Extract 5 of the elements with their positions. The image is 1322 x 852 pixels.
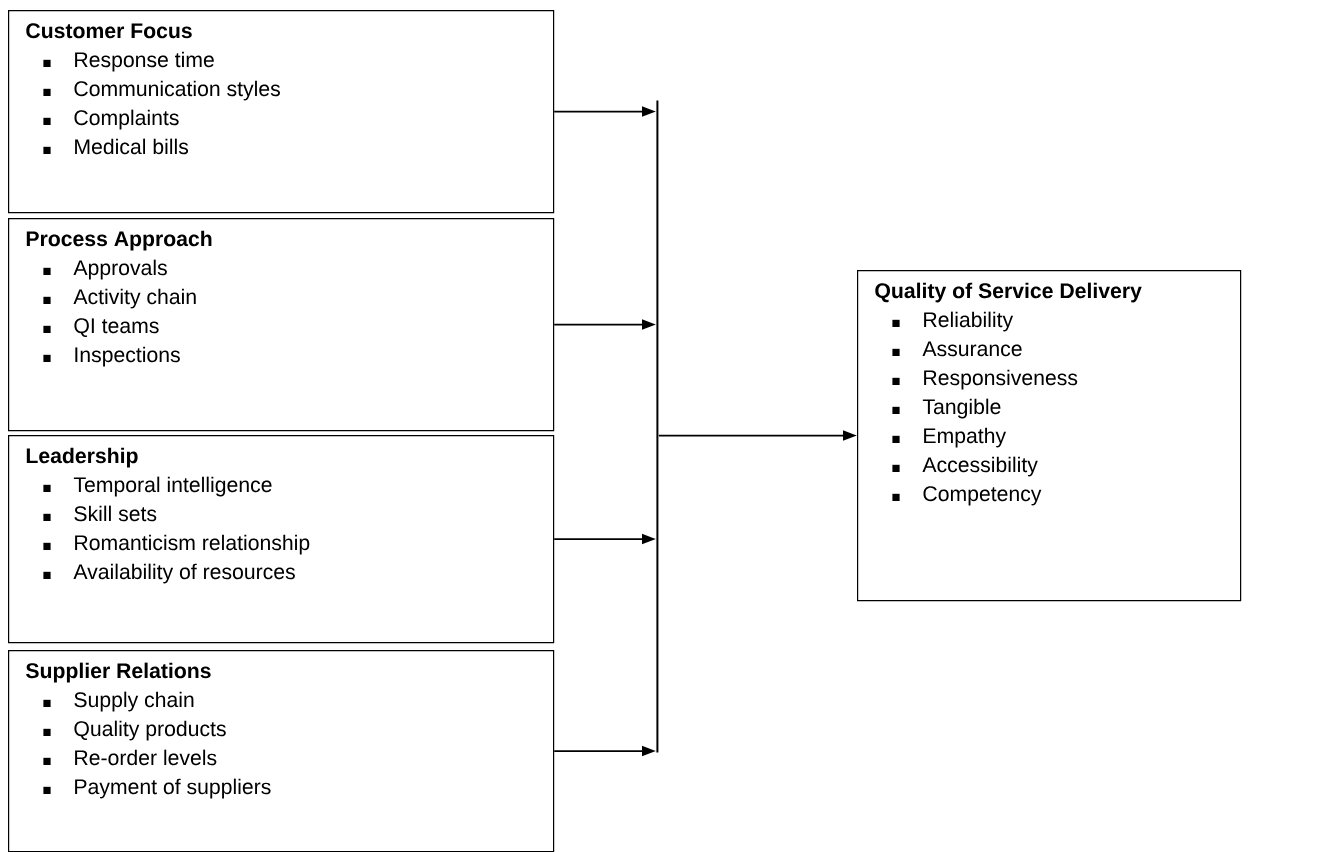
list-box: Customer Focus Response time Communication styles Complaints Medical bills: [8, 10, 555, 214]
list-box: Leadership Temporal intelligence Skill sets Romanticism relationship Availability of resources: [8, 435, 555, 644]
list-box: Quality of Service Delivery Reliability Assurance Responsiveness Tangible Empathy Accessibility Competency: [857, 270, 1242, 602]
list-box: Process Approach Approvals Activity chain QI teams Inspections: [8, 218, 555, 432]
list-box: Supplier Relations Supply chain Quality products Re-order levels Payment of suppliers: [8, 650, 555, 852]
